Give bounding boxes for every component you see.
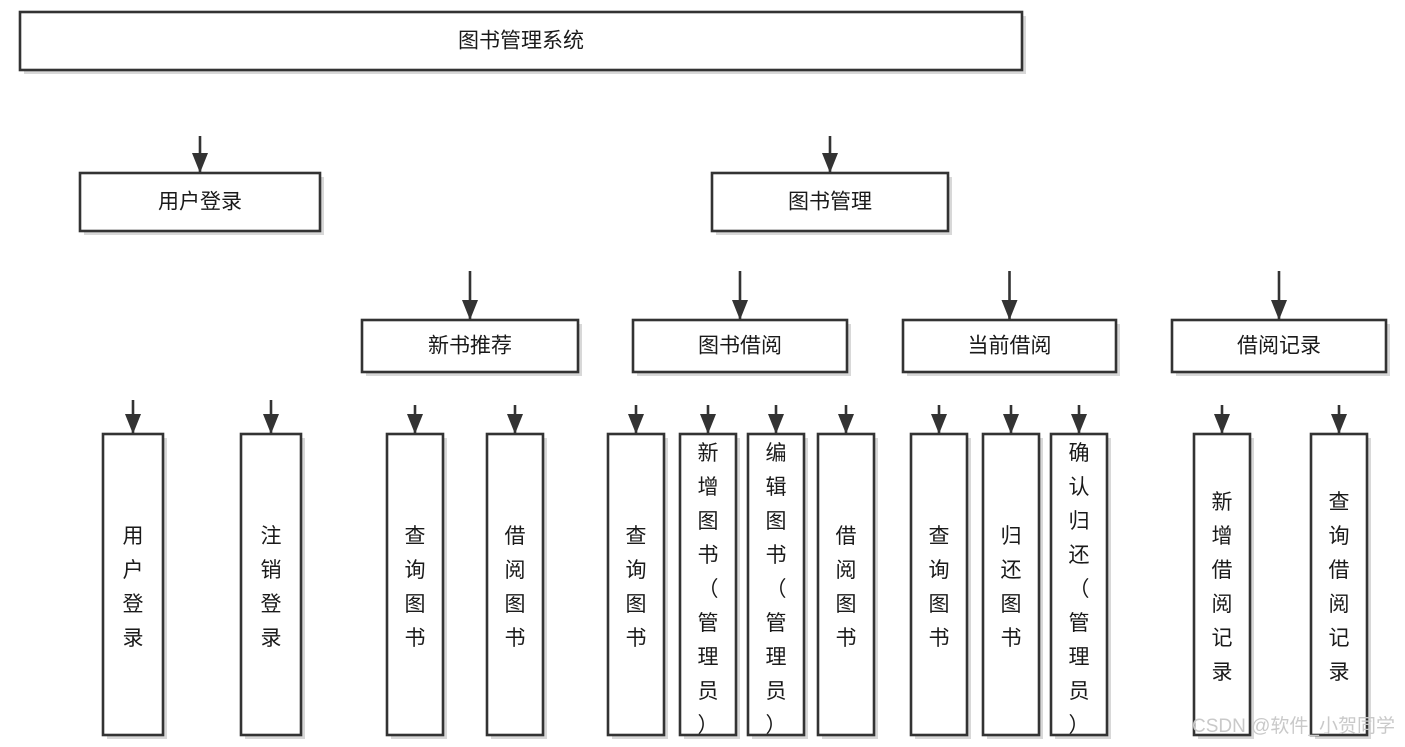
connectors-layer — [125, 136, 1347, 434]
arrow-head-icon — [1001, 300, 1018, 320]
node-box[interactable] — [485, 432, 545, 737]
node-label: 查询图书 — [405, 525, 426, 650]
node-leaf-edit-book-admin[interactable]: 编辑图书（管理员） — [746, 432, 808, 739]
node-box[interactable] — [1192, 432, 1252, 737]
arrow-head-icon — [462, 300, 478, 320]
node-book-borrow[interactable]: 图书借阅 — [631, 318, 851, 376]
node-label: 借阅记录 — [1237, 335, 1321, 358]
arrow-head-icon — [407, 414, 423, 434]
node-leaf-query-book-new[interactable]: 查询图书 — [385, 432, 447, 739]
node-leaf-user-logout[interactable]: 注销登录 — [239, 432, 305, 739]
arrow-head-icon — [931, 414, 947, 434]
arrow-head-icon — [838, 414, 854, 434]
node-label: 图书管理系统 — [458, 30, 584, 53]
node-box[interactable] — [1049, 432, 1109, 737]
node-box[interactable] — [18, 10, 1024, 72]
arrow-head-icon — [732, 300, 748, 320]
arrow-head-icon — [700, 414, 716, 434]
node-leaf-query-book-current[interactable]: 查询图书 — [909, 432, 971, 739]
arrow-head-icon — [192, 153, 208, 173]
arrow-head-icon — [1271, 300, 1287, 320]
node-label: 用户登录 — [158, 191, 242, 214]
node-label: 图书借阅 — [698, 335, 782, 358]
node-box[interactable] — [360, 318, 580, 374]
node-leaf-add-borrow-record[interactable]: 新增借阅记录 — [1192, 432, 1254, 739]
node-box[interactable] — [385, 432, 445, 737]
arrow-head-icon — [1003, 414, 1019, 434]
node-box[interactable] — [78, 171, 322, 233]
node-label: 新增借阅记录 — [1212, 491, 1233, 684]
node-box[interactable] — [816, 432, 876, 737]
node-box[interactable] — [606, 432, 666, 737]
node-new-book-recommend[interactable]: 新书推荐 — [360, 318, 582, 376]
node-label: 查询图书 — [626, 525, 647, 650]
node-box[interactable] — [101, 432, 165, 737]
arrow-head-icon — [125, 414, 141, 434]
node-box[interactable] — [901, 318, 1118, 374]
node-label: 编辑图书（管理员） — [766, 442, 787, 737]
node-box[interactable] — [981, 432, 1041, 737]
node-label: 借阅图书 — [505, 525, 526, 650]
arrow-head-icon — [1071, 414, 1087, 434]
node-leaf-query-borrow-record[interactable]: 查询借阅记录 — [1309, 432, 1371, 739]
node-label: 查询图书 — [929, 525, 950, 650]
node-label: 当前借阅 — [968, 335, 1052, 358]
node-book-manage[interactable]: 图书管理 — [710, 171, 952, 235]
node-leaf-query-book-borrow[interactable]: 查询图书 — [606, 432, 668, 739]
arrow-head-icon — [628, 414, 644, 434]
node-leaf-borrow-book[interactable]: 借阅图书 — [816, 432, 878, 739]
node-box[interactable] — [1170, 318, 1388, 374]
node-leaf-user-login[interactable]: 用户登录 — [101, 432, 167, 739]
node-box[interactable] — [909, 432, 969, 737]
arrow-head-icon — [263, 414, 279, 434]
node-leaf-add-book-admin[interactable]: 新增图书（管理员） — [678, 432, 740, 739]
node-label: 查询借阅记录 — [1329, 491, 1350, 684]
arrow-head-icon — [768, 414, 784, 434]
node-box[interactable] — [678, 432, 738, 737]
node-label: 用户登录 — [123, 525, 144, 650]
node-label: 确认归还（管理员） — [1069, 442, 1090, 737]
node-box[interactable] — [746, 432, 806, 737]
node-box[interactable] — [239, 432, 303, 737]
node-borrow-record[interactable]: 借阅记录 — [1170, 318, 1390, 376]
node-leaf-return-book[interactable]: 归还图书 — [981, 432, 1043, 739]
node-leaf-borrow-book-new[interactable]: 借阅图书 — [485, 432, 547, 739]
node-user-login[interactable]: 用户登录 — [78, 171, 324, 235]
node-label: 新书推荐 — [428, 335, 512, 358]
node-label: 归还图书 — [1001, 525, 1022, 650]
arrow-head-icon — [822, 153, 838, 173]
node-label: 新增图书（管理员） — [698, 442, 719, 737]
nodes-layer: 图书管理系统用户登录图书管理新书推荐图书借阅当前借阅借阅记录用户登录注销登录查询… — [18, 10, 1390, 739]
arrow-head-icon — [1214, 414, 1230, 434]
node-current-borrow[interactable]: 当前借阅 — [901, 318, 1120, 376]
node-label: 借阅图书 — [836, 525, 857, 650]
node-label: 图书管理 — [788, 191, 872, 214]
arrow-head-icon — [507, 414, 523, 434]
arrow-head-icon — [1331, 414, 1347, 434]
node-label: 注销登录 — [261, 525, 282, 650]
node-box[interactable] — [631, 318, 849, 374]
node-box[interactable] — [1309, 432, 1369, 737]
node-root[interactable]: 图书管理系统 — [18, 10, 1026, 74]
node-leaf-confirm-return-admin[interactable]: 确认归还（管理员） — [1049, 432, 1111, 739]
csdn-watermark: CSDN @软件_小贺同学 — [1192, 715, 1395, 737]
node-box[interactable] — [710, 171, 950, 233]
